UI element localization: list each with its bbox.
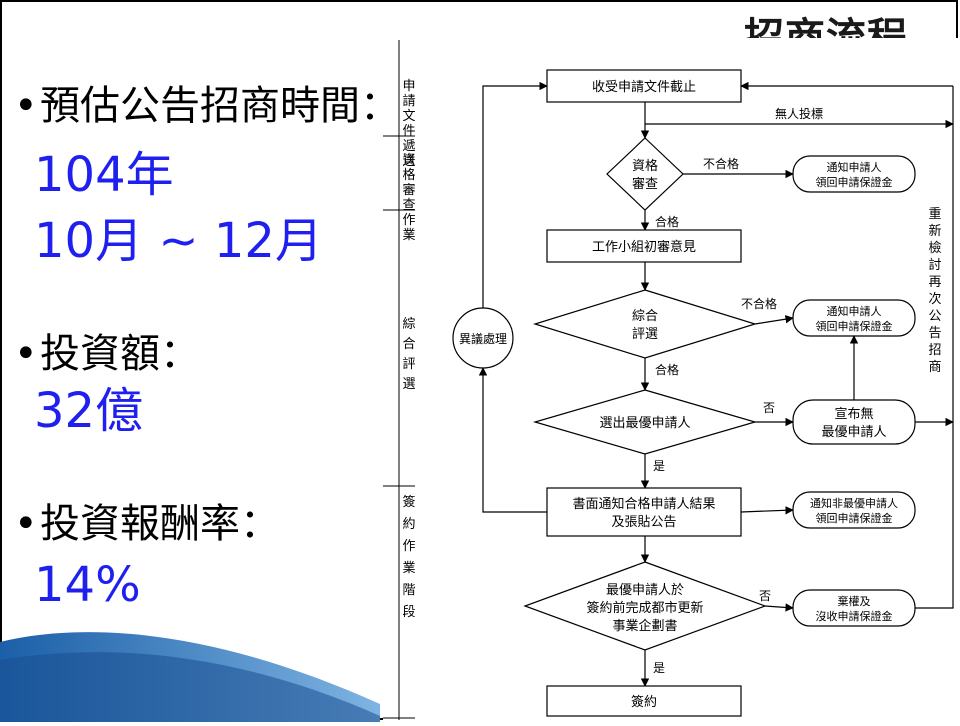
bullet-investment: •投資額： — [14, 330, 200, 378]
text-qual-b: 審查 — [632, 177, 658, 192]
text-forfeit-a: 棄權及 — [838, 594, 871, 608]
node-notify-results — [546, 487, 742, 537]
text-eval-a: 綜合 — [632, 309, 658, 324]
label-fail-1: 不合格 — [703, 156, 739, 171]
info-panel: •預估公告招商時間： 104年 10月 ~ 12月 •投資額： 32億 •投資報… — [0, 0, 400, 722]
bullet-icon: • — [14, 331, 38, 377]
label-no-1: 否 — [763, 401, 775, 415]
text-sign-c: 事業企劃書 — [612, 618, 677, 634]
label-no-bid: 無人投標 — [775, 106, 823, 121]
label-fail-2: 不合格 — [741, 296, 777, 311]
bullet-label: 預估公告招商時間： — [40, 83, 400, 129]
text-select: 選出最優申請人 — [599, 416, 690, 431]
label-no-2: 否 — [759, 589, 771, 603]
text-prelim: 工作小組初審意見 — [592, 239, 696, 255]
announce-year: 104年 — [34, 147, 174, 203]
text-refund2-b: 領回申請保證金 — [816, 319, 893, 333]
bullet-announce-time: •預估公告招商時間： — [14, 82, 400, 130]
text-eval-b: 評選 — [632, 327, 658, 342]
text-nowin-a: 宣布無 — [834, 406, 873, 422]
bullet-return-rate: •投資報酬率： — [14, 500, 280, 548]
bullet-label: 投資報酬率： — [40, 501, 280, 547]
text-sign-b: 簽約前完成都市更新 — [586, 600, 703, 616]
text-appeal: 異議處理 — [459, 332, 507, 346]
stage-qualification: 資格審查作業 — [402, 153, 415, 243]
text-notify-a: 書面通知合格申請人結果 — [572, 496, 715, 512]
bullet-label: 投資額： — [40, 331, 200, 377]
node-qualification — [606, 137, 684, 211]
label-pass-1: 合格 — [655, 214, 679, 229]
return-rate: 14% — [34, 557, 141, 613]
stage-evaluation: 綜合評選 — [402, 317, 415, 392]
text-refund3-a: 通知非最優申請人 — [810, 496, 898, 510]
text-qual-a: 資格 — [632, 158, 658, 174]
text-refund2-a: 通知申請人 — [827, 304, 882, 318]
label-pass-2: 合格 — [655, 362, 679, 377]
node-contract — [546, 685, 742, 717]
investment-amount: 32億 — [34, 383, 144, 439]
text-refund1-a: 通知申請人 — [827, 160, 882, 174]
label-yes-2: 是 — [653, 661, 665, 675]
text-refund1-b: 領回申請保證金 — [816, 175, 893, 189]
text-contract: 簽約 — [631, 694, 657, 710]
node-prelim-review — [546, 229, 742, 263]
text-receive: 收受申請文件截止 — [592, 80, 696, 95]
node-evaluation — [532, 289, 758, 359]
text-sign-a: 最優申請人於 — [606, 582, 684, 598]
stage-submission: 申請文件遞送 — [402, 79, 415, 169]
text-forfeit-b: 沒收申請保證金 — [816, 609, 893, 623]
decorative-wave — [0, 632, 380, 722]
flowchart-svg: 申請文件遞送 資格審查作業 綜合評選 簽約作業階段 — [383, 40, 954, 720]
label-yes-1: 是 — [653, 459, 665, 473]
stage-labels: 申請文件遞送 資格審查作業 綜合評選 簽約作業階段 — [402, 79, 415, 620]
text-notify-b: 及張貼公告 — [611, 515, 676, 530]
announce-months: 10月 ~ 12月 — [34, 213, 323, 269]
text-refund3-b: 領回申請保證金 — [816, 511, 893, 525]
stage-column — [383, 40, 415, 720]
label-reconsider: 重新檢討再次公告招商 — [928, 206, 941, 375]
bullet-icon: • — [14, 501, 38, 547]
stage-contract: 簽約作業階段 — [402, 494, 415, 620]
text-nowin-b: 最優申請人 — [821, 425, 886, 440]
bullet-icon: • — [14, 83, 38, 129]
flowchart: 申請文件遞送 資格審查作業 綜合評選 簽約作業階段 — [383, 38, 958, 722]
